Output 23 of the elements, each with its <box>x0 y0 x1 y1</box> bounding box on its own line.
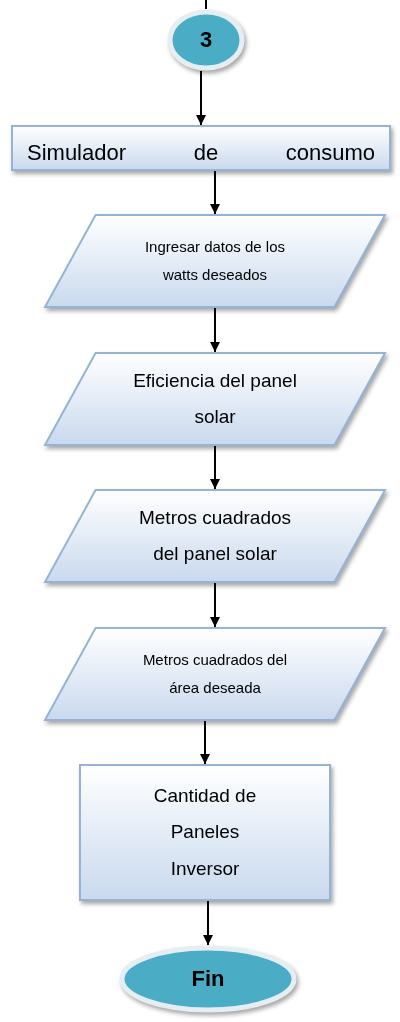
terminator-oval <box>122 948 294 1010</box>
node-text: Fin <box>191 965 225 994</box>
node-text: Metros cuadrados del panel solar <box>137 505 293 566</box>
input-parallelogram <box>45 628 385 720</box>
node-text: Ingresar datos de los watts deseados <box>143 236 287 285</box>
node-text: Eficiencia del panel solar <box>132 368 298 429</box>
input-parallelogram <box>45 353 385 445</box>
connector-number: 3 <box>199 26 213 55</box>
process-box <box>80 765 330 900</box>
arrow <box>210 170 220 215</box>
node-text: Metros cuadrados del área deseada <box>141 649 289 698</box>
arrow <box>203 900 213 946</box>
arrow <box>210 307 220 353</box>
input-parallelogram <box>45 215 385 307</box>
node-text: Simulador de consumo <box>27 139 375 167</box>
node-text: Cantidad de Paneles Inversor <box>152 784 258 881</box>
input-parallelogram <box>45 490 385 582</box>
connector-circle <box>170 12 242 68</box>
arrow <box>200 720 210 765</box>
arrow <box>210 445 220 490</box>
process-box <box>12 126 390 170</box>
arrow <box>210 582 220 628</box>
arrow <box>196 70 206 126</box>
